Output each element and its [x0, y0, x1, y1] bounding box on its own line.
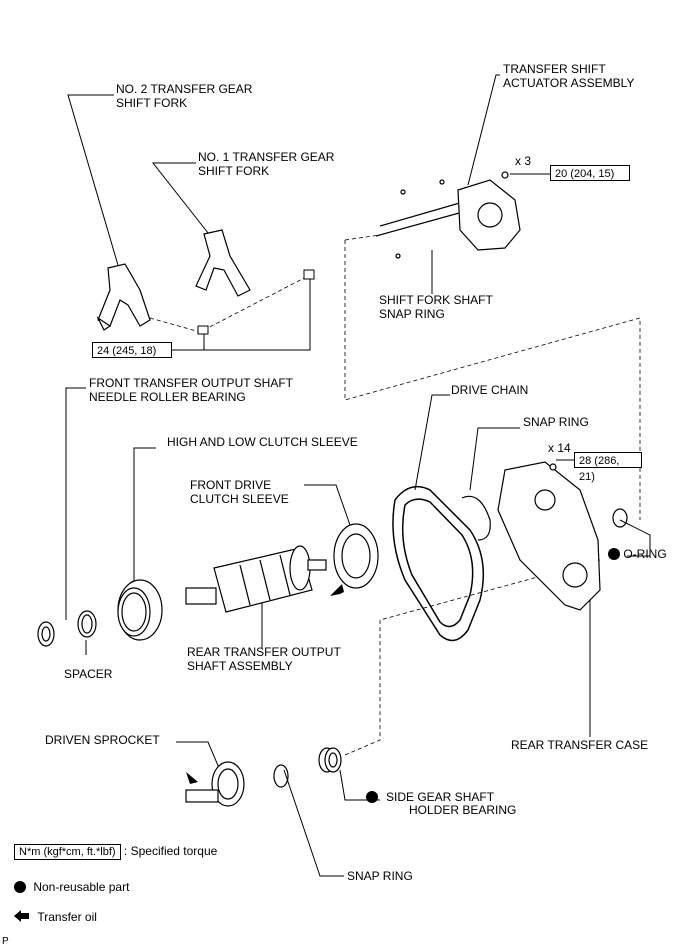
- label-no2-fork-line1: NO. 2 TRANSFER GEAR: [116, 82, 253, 96]
- label-snap-shaft-line1: SHIFT FORK SHAFT: [379, 293, 493, 307]
- label-spacer: SPACER: [64, 667, 113, 681]
- o-ring-shape: [612, 508, 628, 528]
- label-driven-sprocket: DRIVEN SPROCKET: [45, 733, 160, 747]
- corner-mark: P: [2, 936, 9, 947]
- torque-box-case: 28 (286, 21): [574, 452, 642, 483]
- leader-torque-forks: [172, 275, 311, 351]
- label-needle-line2: NEEDLE ROLLER BEARING: [89, 390, 246, 404]
- dashed-actuator-frame: [344, 240, 641, 520]
- non-reusable-dot-icon: [366, 791, 378, 803]
- actuator-shape: [375, 171, 521, 259]
- leader-snap-top: [469, 427, 520, 491]
- leader-snap-bottom: [283, 769, 344, 877]
- high-low-sleeve-shape: [117, 579, 163, 641]
- label-actuator-line2: ACTUATOR ASSEMBLY: [503, 76, 635, 90]
- non-reusable-dot-icon: [608, 548, 620, 560]
- o-ring-text: O-RING: [623, 547, 667, 561]
- torque-box-actuator: 20 (204, 15): [550, 165, 630, 181]
- transfer-oil-arrow-icon: [186, 584, 344, 784]
- snap-ring-top-shape: [461, 495, 491, 541]
- side-gear-text: SIDE GEAR SHAFT: [386, 790, 495, 804]
- quantity-case: x 14: [548, 441, 571, 455]
- legend-torque-box: N*m (kgf*cm, ft.*lbf): [14, 844, 121, 860]
- rear-output-shaft-shape: [185, 545, 327, 613]
- label-rear-output-line1: REAR TRANSFER OUTPUT: [187, 645, 341, 659]
- fork-bolts: [197, 269, 315, 335]
- leader-oring: [619, 519, 651, 557]
- leader-sprocket: [176, 741, 223, 776]
- legend-torque-text: : Specified torque: [123, 844, 218, 858]
- legend-transfer-oil: Transfer oil: [14, 910, 97, 924]
- legend-transfer-oil-text: Transfer oil: [37, 910, 97, 924]
- non-reusable-dot-icon: [14, 881, 26, 893]
- torque-box-forks: 24 (245, 18): [92, 342, 172, 358]
- leader-needle: [65, 387, 86, 620]
- spacer-shape: [77, 610, 97, 638]
- front-drive-sleeve-shape: [333, 523, 379, 589]
- label-needle-line1: FRONT TRANSFER OUTPUT SHAFT: [89, 376, 294, 390]
- label-snap-ring-top: SNAP RING: [523, 415, 589, 429]
- leader-no1-fork: [151, 162, 213, 239]
- label-o-ring: O-RING: [608, 547, 667, 562]
- transfer-oil-arrow-icon: [14, 910, 29, 922]
- quantity-actuator: x 3: [515, 154, 532, 168]
- label-actuator-line1: TRANSFER SHIFT: [503, 62, 606, 76]
- rear-case-shape: [497, 461, 601, 611]
- snap-ring-bottom-shape: [273, 764, 289, 788]
- no2-fork-shape: [96, 263, 151, 331]
- legend-torque: N*m (kgf*cm, ft.*lbf) : Specified torque: [14, 844, 218, 860]
- side-gear-bearing-shape: [318, 747, 342, 773]
- label-drive-chain: DRIVE CHAIN: [451, 383, 529, 397]
- leader-actuator: [467, 74, 500, 186]
- leader-front-drive: [304, 484, 351, 526]
- dashed-case-line: [344, 559, 601, 756]
- label-side-gear-line1: SIDE GEAR SHAFT: [366, 790, 495, 805]
- label-rear-output-line2: SHAFT ASSEMBLY: [187, 659, 293, 673]
- label-no2-fork-line2: SHIFT FORK: [116, 96, 188, 110]
- dashed-fork-line: [149, 274, 311, 333]
- no1-fork-shape: [195, 229, 251, 297]
- legend-non-reusable-text: Non-reusable part: [33, 880, 130, 894]
- needle-bearing-shape: [37, 621, 55, 647]
- label-rear-case: REAR TRANSFER CASE: [511, 738, 649, 752]
- label-no1-fork-line1: NO. 1 TRANSFER GEAR: [198, 150, 335, 164]
- label-snap-ring-bottom: SNAP RING: [347, 869, 413, 883]
- label-no1-fork-line2: SHIFT FORK: [198, 164, 270, 178]
- drive-chain-shape: [392, 485, 485, 642]
- leader-high-low: [133, 447, 156, 590]
- leader-drive-chain: [414, 394, 450, 491]
- legend-non-reusable: Non-reusable part: [14, 880, 129, 894]
- label-front-drive-line1: FRONT DRIVE: [190, 478, 272, 492]
- label-snap-shaft-line2: SNAP RING: [379, 307, 445, 321]
- driven-sprocket-shape: [185, 761, 245, 807]
- label-high-low: HIGH AND LOW CLUTCH SLEEVE: [167, 435, 358, 449]
- label-side-gear-line2: HOLDER BEARING: [409, 803, 517, 817]
- label-front-drive-line2: CLUTCH SLEEVE: [190, 492, 289, 506]
- leader-no2-fork: [67, 94, 121, 273]
